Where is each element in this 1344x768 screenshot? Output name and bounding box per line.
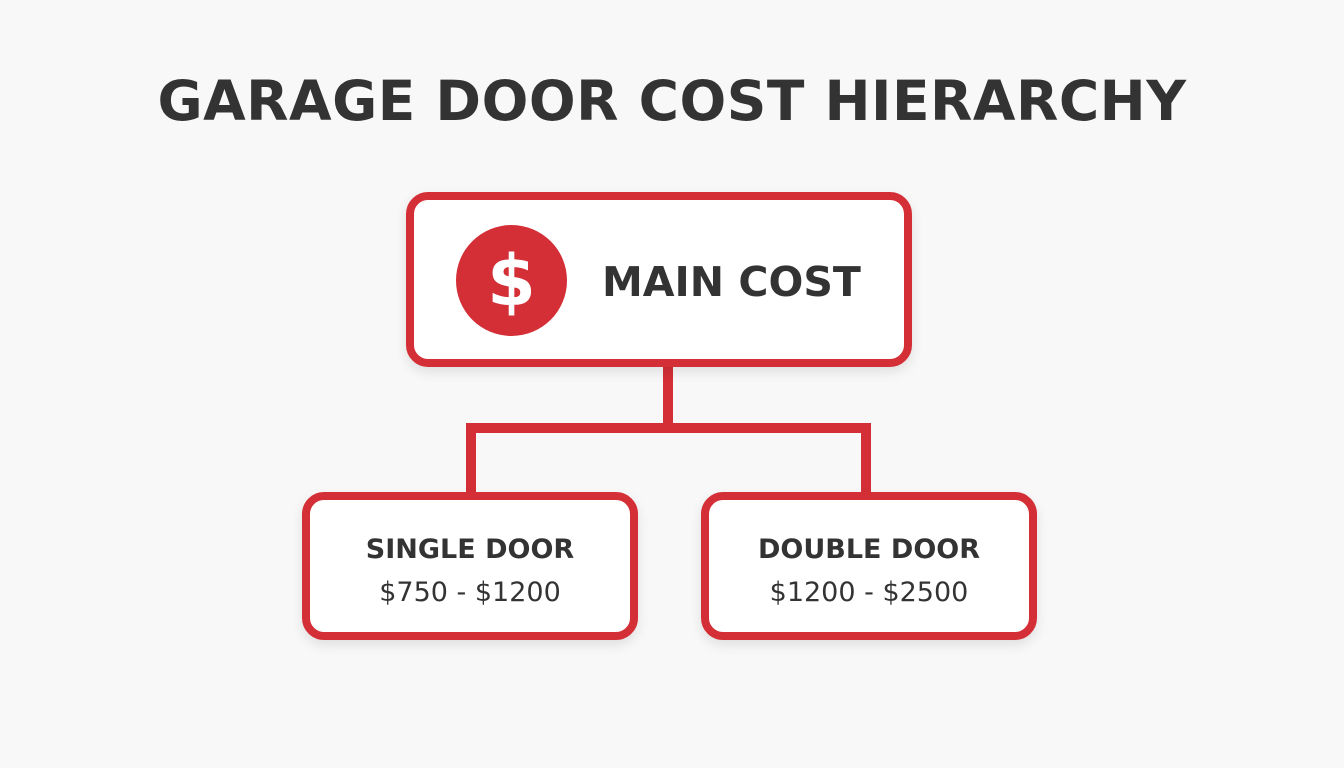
single-door-price: $750 - $1200: [379, 577, 561, 608]
main-cost-label: MAIN COST: [602, 258, 861, 306]
double-door-node: DOUBLE DOOR $1200 - $2500: [701, 492, 1037, 640]
double-door-label: DOUBLE DOOR: [757, 534, 981, 565]
main-cost-node: $ MAIN COST: [406, 192, 912, 367]
diagram-title: GARAGE DOOR COST HIERARCHY: [157, 69, 1187, 133]
dollar-glyph: $: [487, 239, 536, 322]
single-door-label: SINGLE DOOR: [365, 534, 575, 565]
dollar-icon: $: [456, 225, 567, 336]
single-door-node: SINGLE DOOR $750 - $1200: [302, 492, 638, 640]
double-door-price: $1200 - $2500: [769, 577, 969, 608]
